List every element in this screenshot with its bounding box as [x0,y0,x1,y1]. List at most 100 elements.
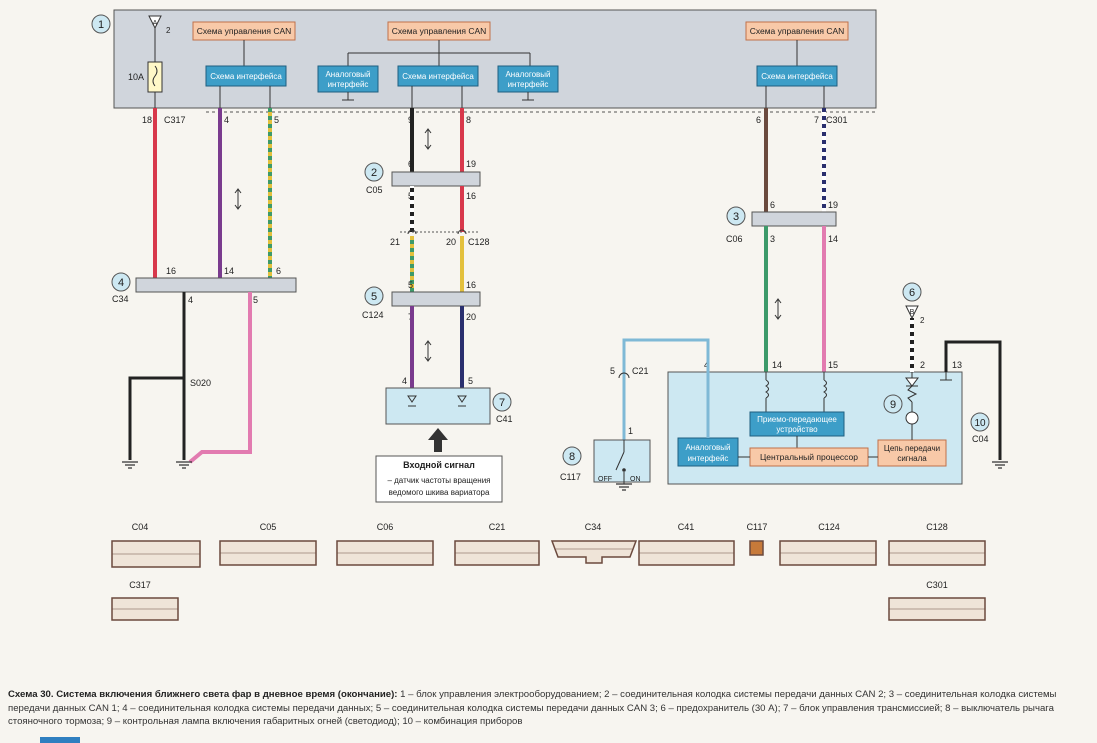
svg-text:21: 21 [390,237,400,247]
svg-text:– датчик частоты вращения: – датчик частоты вращения [387,476,490,485]
analog-interface-left: Аналоговый интерфейс [317,65,379,101]
svg-text:2: 2 [166,26,171,35]
figure-caption: Схема 30. Система включения ближнего све… [8,688,1092,729]
svg-text:Приемо-передающее: Приемо-передающее [757,415,837,424]
svg-text:C06: C06 [377,522,394,532]
svg-text:5: 5 [610,366,615,376]
svg-text:Аналоговый: Аналоговый [325,70,370,79]
svg-text:5: 5 [371,291,377,303]
svg-text:7: 7 [499,397,505,409]
svg-text:8: 8 [466,115,471,125]
connector-c06: 6 19 3 14 C06 [726,200,838,244]
svg-text:1: 1 [98,19,104,31]
svg-text:1: 1 [628,426,633,436]
svg-text:8: 8 [569,451,575,463]
svg-text:Центральный процессор: Центральный процессор [760,452,858,462]
svg-text:C21: C21 [489,522,506,532]
svg-text:C117: C117 [747,522,768,532]
cpu-box: Центральный процессор [749,447,869,467]
svg-text:19: 19 [466,159,476,169]
svg-text:интерфейс: интерфейс [688,454,729,463]
svg-text:C05: C05 [366,185,383,195]
component-3-marker: 3 [726,206,746,226]
component-2-marker: 2 [364,162,384,182]
svg-text:Схема управления CAN: Схема управления CAN [392,26,487,36]
svg-text:Схема управления CAN: Схема управления CAN [750,26,845,36]
interface-right: Схема интерфейса [756,65,838,87]
svg-text:B: B [910,309,915,316]
input-signal-box: Входной сигнал – датчик частоты вращения… [375,455,503,503]
svg-text:7: 7 [814,115,819,125]
component-5-marker: 5 [364,286,384,306]
svg-text:C05: C05 [260,522,277,532]
svg-text:6: 6 [770,200,775,210]
svg-text:A: A [153,20,158,27]
analog-interface-unit10: Аналоговый интерфейс [677,437,739,467]
svg-text:S020: S020 [190,378,211,388]
unit-7-transmission: 4 5 C41 [385,376,513,425]
svg-text:C21: C21 [632,366,649,376]
wiring-diagram: 1 A 2 10A Схема управления CAN Схема упр… [91,9,1008,621]
connector-grid-lines [112,548,985,610]
svg-text:6: 6 [408,159,413,169]
svg-text:14: 14 [828,234,838,244]
svg-text:Аналоговый: Аналоговый [685,443,730,452]
connector-c34: 16 14 6 4 5 C34 [112,266,297,305]
wire-black-ground: S020 [128,292,211,460]
svg-text:ведомого шкива вариатора: ведомого шкива вариатора [389,488,490,497]
svg-text:C117: C117 [560,472,581,482]
svg-text:C317: C317 [129,580,151,590]
svg-text:15: 15 [828,360,838,370]
connector-faces: C04 C05 C06 C21 C34 C41 C117 C124 C128 C… [129,522,948,590]
svg-text:13: 13 [952,360,962,370]
svg-text:сигнала: сигнала [897,454,927,463]
interface-middle: Схема интерфейса [397,65,479,87]
svg-text:ON: ON [630,476,641,483]
unit1-pin-labels: 18 C317 4 5 9 8 6 7 C301 [142,115,848,125]
svg-text:Схема интерфейса: Схема интерфейса [210,72,282,81]
direction-arrows [234,128,782,362]
svg-text:C128: C128 [468,237,490,247]
transceiver-box: Приемо-передающее устройство [749,411,845,437]
svg-text:C317: C317 [164,115,186,125]
svg-text:устройство: устройство [776,425,818,434]
svg-text:6: 6 [276,266,281,276]
svg-text:4: 4 [224,115,229,125]
led-9: 9 [883,372,919,440]
svg-text:интерфейс: интерфейс [328,80,369,89]
svg-text:6: 6 [909,287,915,299]
svg-text:C41: C41 [496,414,513,424]
svg-text:20: 20 [466,312,476,322]
svg-text:16: 16 [466,191,476,201]
svg-text:C124: C124 [818,522,840,532]
svg-text:4: 4 [118,277,124,289]
svg-text:2: 2 [920,316,925,325]
svg-text:18: 18 [142,115,152,125]
svg-text:4: 4 [188,295,193,305]
svg-text:3: 3 [733,211,739,223]
fuse-10a: A 2 10A [128,15,171,108]
svg-text:Входной сигнал: Входной сигнал [403,460,475,470]
page-marker-bar [40,737,80,743]
svg-text:2: 2 [371,167,377,179]
caption-title: Схема 30. Система включения ближнего све… [8,689,398,700]
can-control-right: Схема управления CAN [745,21,849,41]
switch-c117: 1 OFF ON C117 [560,426,651,484]
caption-text: 1 – блок управления электрооборудованием… [8,689,1057,727]
svg-text:10A: 10A [128,72,144,82]
coils [765,372,827,412]
svg-text:C04: C04 [972,434,989,444]
svg-text:C128: C128 [926,522,948,532]
svg-text:16: 16 [166,266,176,276]
connector-c128-inline: 21 20 C128 [390,229,490,247]
wire-pink-5 [188,292,252,464]
component-1-marker: 1 [91,14,111,34]
svg-text:3: 3 [770,234,775,244]
svg-text:OFF: OFF [598,476,612,483]
svg-text:C34: C34 [585,522,602,532]
input-arrow [428,428,448,452]
svg-text:14: 14 [224,266,234,276]
svg-text:5: 5 [468,376,473,386]
svg-text:Схема управления CAN: Схема управления CAN [197,26,292,36]
svg-text:6: 6 [756,115,761,125]
